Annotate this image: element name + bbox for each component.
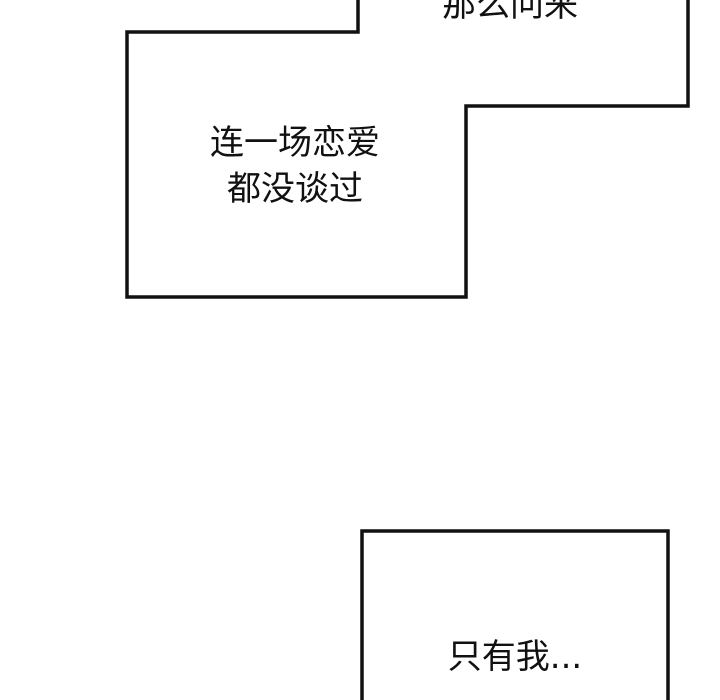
caption-top: 那么问来	[420, 0, 600, 28]
caption-middle-line-1: 连一场恋爱	[210, 123, 380, 163]
caption-middle: 连一场恋爱 都没谈过	[180, 120, 410, 212]
caption-box-border-upper	[125, 0, 690, 299]
caption-top-text: 那么问来	[442, 0, 578, 25]
caption-box-border-lower	[360, 529, 670, 700]
caption-bottom: 只有我...	[405, 634, 625, 680]
caption-middle-line-2: 都没谈过	[227, 169, 363, 209]
caption-bottom-text: 只有我...	[447, 637, 583, 677]
